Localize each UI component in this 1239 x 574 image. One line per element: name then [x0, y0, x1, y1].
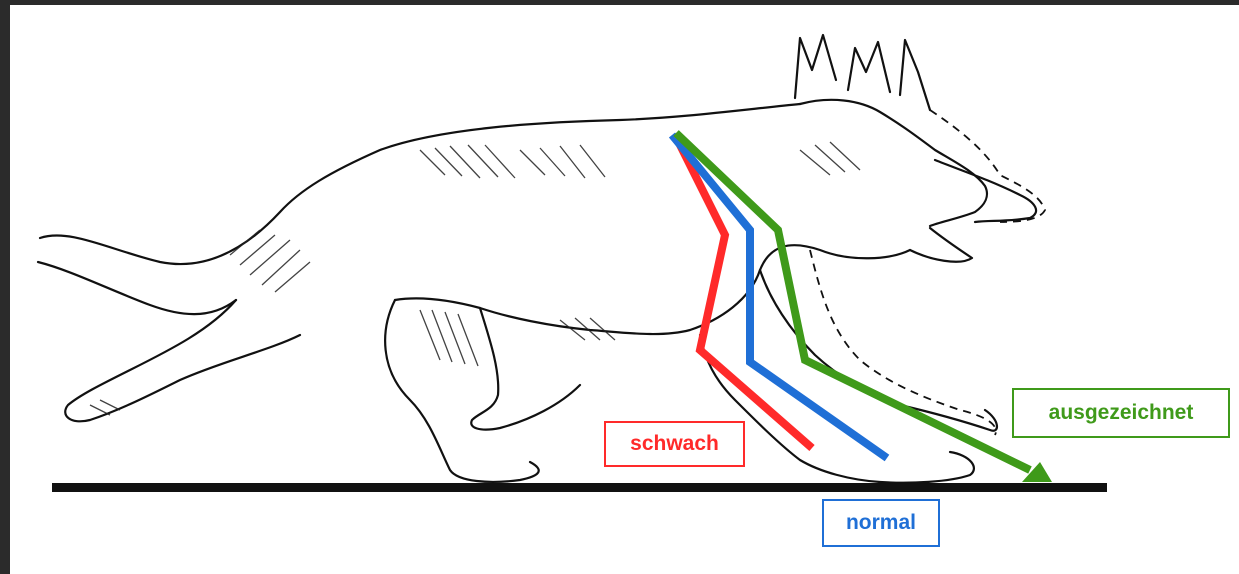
excellent-label: ausgezeichnet: [1012, 388, 1230, 438]
excellent-gait-line: [673, 130, 1032, 474]
weak-label-text: schwach: [630, 432, 719, 455]
normal-gait-line: [668, 132, 890, 462]
fur-hatching: [89, 141, 861, 416]
dog-ghost-outline: [809, 109, 1046, 436]
normal-label-text: normal: [845, 511, 916, 534]
ground-line: [52, 483, 1107, 492]
weak-gait-line: [671, 133, 815, 452]
excellent-label-text: ausgezeichnet: [1048, 401, 1194, 424]
dog-outline: [36, 33, 1038, 484]
normal-label: normal: [822, 499, 940, 547]
excellent-arrow-head: [1022, 462, 1052, 482]
weak-label: schwach: [604, 421, 745, 467]
